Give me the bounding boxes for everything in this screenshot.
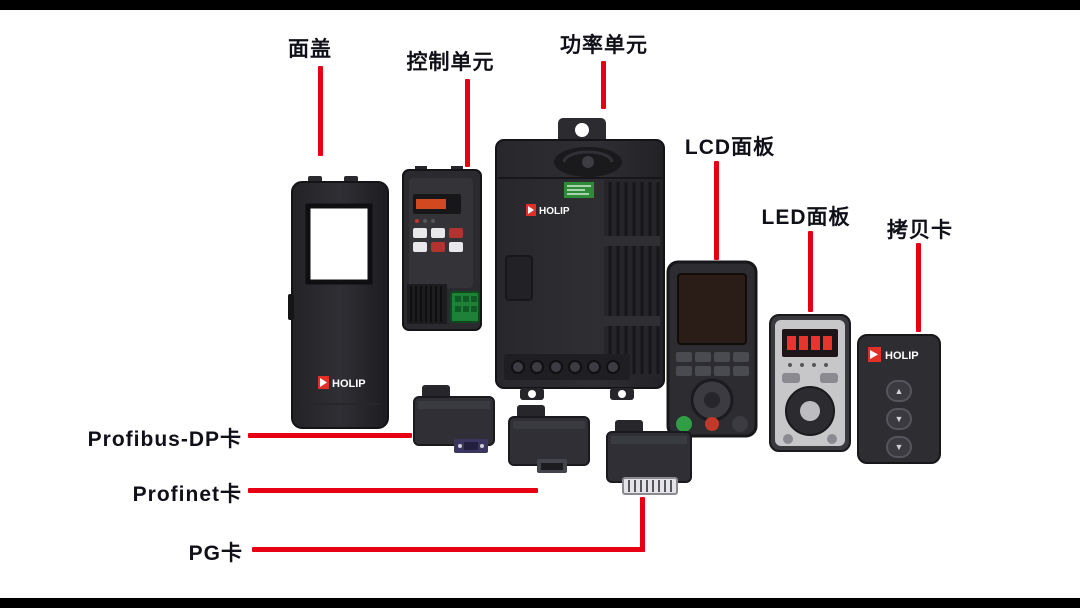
profibus-dp-card-component [412, 383, 496, 461]
control-unit-component [401, 166, 485, 334]
label-front-cover: 面盖 [288, 38, 332, 61]
display-digits [416, 199, 446, 209]
holip-logo-text: HOLIP [885, 350, 919, 362]
led-panel-button [782, 373, 800, 383]
led-panel-button [783, 434, 793, 444]
label-copy-card: 拷贝卡 [887, 219, 953, 242]
callout-line-front-cover [318, 66, 323, 156]
pg-card-component [605, 418, 695, 504]
holip-logo: HOLIP [318, 376, 366, 390]
callout-line-pg-card-horizontal [252, 547, 645, 552]
mounting-hole [575, 123, 589, 137]
lcd-keypad-buttons [676, 352, 749, 376]
callout-line-profinet-card [248, 488, 538, 493]
label-pg-card: PG卡 [188, 542, 243, 565]
led-panel-button [827, 434, 837, 444]
label-lcd-panel: LCD面板 [684, 136, 776, 159]
fan-hub [582, 156, 594, 168]
callout-line-profibus-card [248, 433, 412, 438]
led-digits [787, 336, 832, 350]
callout-line-pg-card-vertical [640, 497, 645, 552]
front-cover-component: HOLIP [288, 176, 392, 432]
label-control-unit: 控制单元 [406, 51, 495, 74]
callout-line-lcd-panel [714, 161, 719, 260]
stop-button [705, 417, 719, 431]
power-unit-component: HOLIP [492, 116, 668, 402]
cover-side-clip [288, 294, 294, 320]
copy-card-buttons [886, 380, 912, 458]
label-led-panel: LED面板 [761, 206, 851, 229]
led-panel-component [768, 313, 852, 453]
holip-logo: HOLIP [526, 204, 570, 217]
terminal-strip [622, 477, 678, 495]
callout-line-led-panel [808, 231, 813, 312]
label-profibus-dp-card: Profibus-DP卡 [87, 428, 242, 451]
cover-window-cutout [305, 203, 373, 285]
copy-card-component: HOLIP ▲ ▼ ▼ [856, 333, 942, 465]
holip-logo-text: HOLIP [539, 206, 570, 217]
down-arrow-icon: ▼ [895, 414, 904, 424]
lcd-panel-component [666, 260, 758, 438]
label-power-unit: 功率单元 [560, 34, 648, 57]
led-panel-button [820, 373, 838, 383]
profinet-card-component [507, 403, 591, 485]
letterbox-top [0, 0, 1080, 10]
run-button [676, 416, 692, 432]
terminal-screws [511, 360, 620, 374]
label-profinet-card: Profinet卡 [132, 483, 242, 506]
indicator-dots [788, 363, 828, 367]
up-arrow-icon: ▲ [895, 386, 904, 396]
holip-logo: HOLIP [868, 347, 919, 362]
terminal-cover [505, 255, 533, 301]
callout-line-power-unit [601, 61, 606, 109]
lcd-screen [677, 273, 747, 345]
callout-line-control-unit [465, 79, 470, 167]
holip-logo-text: HOLIP [332, 378, 366, 390]
heatsink-fins [604, 180, 660, 376]
callout-line-copy-card [916, 243, 921, 332]
letterbox-bottom [0, 598, 1080, 608]
status-led [415, 219, 419, 223]
menu-button [732, 416, 748, 432]
down-arrow-icon: ▼ [895, 442, 904, 452]
control-unit-keypad [413, 228, 463, 252]
